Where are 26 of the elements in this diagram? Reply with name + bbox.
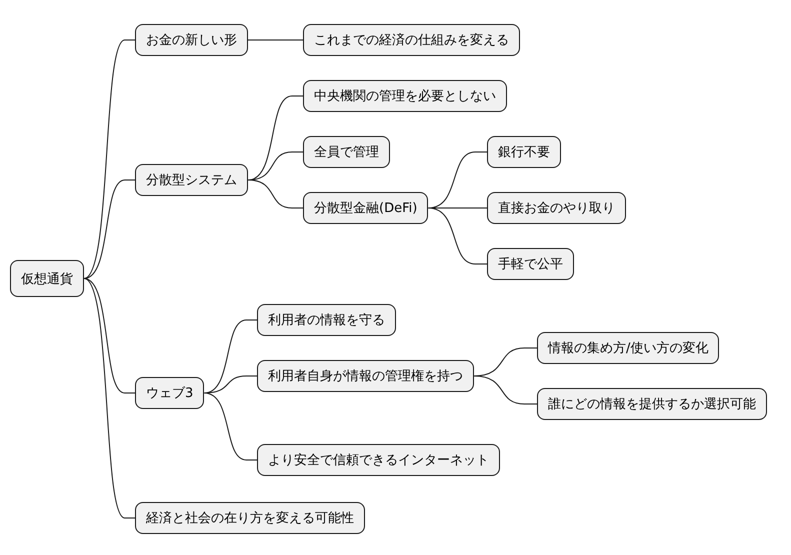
- connector-line: [474, 376, 538, 404]
- connector-line: [248, 180, 304, 208]
- connector-line: [428, 208, 488, 264]
- topic-box: 利用者自身が情報の管理権を持つ: [257, 360, 474, 392]
- topic-box: 経済と社会の在り方を変える可能性: [135, 502, 365, 534]
- topic-box: 手軽で公平: [487, 248, 574, 280]
- topic-box: 分散型システム: [135, 164, 248, 196]
- topic-box: お金の新しい形: [135, 24, 248, 56]
- topic-box: 利用者の情報を守る: [257, 304, 396, 336]
- connector-line: [84, 278, 136, 518]
- topic-box: 中央機関の管理を必要としない: [303, 80, 507, 112]
- topic-box: 分散型金融(DeFi): [303, 192, 428, 224]
- topic-box: 直接お金のやり取り: [487, 192, 626, 224]
- topic-box: より安全で信頼できるインターネット: [257, 444, 500, 476]
- connector-line: [84, 180, 136, 279]
- topic-box: これまでの経済の仕組みを変える: [303, 24, 520, 56]
- topic-box: 銀行不要: [487, 136, 561, 168]
- connector-line: [204, 392, 258, 460]
- connector-line: [248, 96, 304, 180]
- topic-box: ウェブ3: [135, 377, 204, 409]
- connector-line: [84, 40, 136, 279]
- connector-line: [84, 278, 136, 394]
- topic-box: 誰にどの情報を提供するか選択可能: [537, 388, 767, 420]
- topic-box: 仮想通貨: [10, 260, 84, 297]
- topic-box: 情報の集め方/使い方の変化: [537, 332, 720, 364]
- topic-box: 全員で管理: [303, 136, 390, 168]
